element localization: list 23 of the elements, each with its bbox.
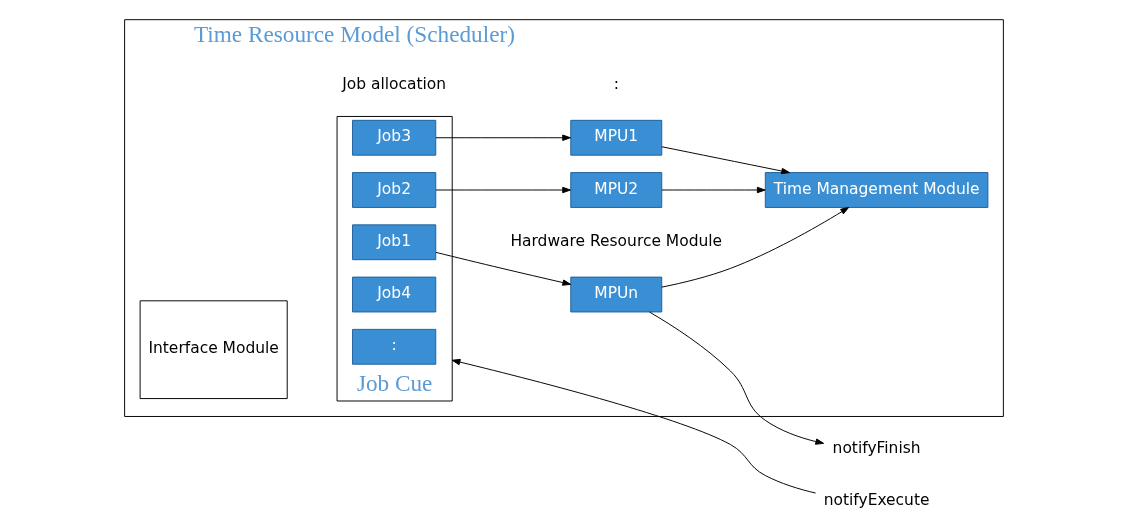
node-box: Job2 [351,172,436,208]
node-box: MPU1 [569,119,662,156]
arrow [648,311,824,445]
node-box: MPU2 [569,172,662,208]
label: Job allocation [341,75,446,94]
node-box: MPUn [569,276,662,313]
node-text: notifyExecute [823,491,930,510]
node-box: Time Management Module [764,172,988,208]
node-box: Interface Module [139,300,288,400]
arrow [435,251,571,286]
node-text: notifyFinish [832,439,921,458]
node-box: : [351,328,436,365]
node-box: Job1 [351,224,436,261]
arrow [660,186,766,194]
arrow [660,146,790,175]
arrow [451,358,816,494]
arrow [435,134,571,141]
arrow [435,186,571,194]
arrow [660,207,849,288]
node-box: Job3 [351,119,436,156]
label: : [613,75,619,94]
label: Hardware Resource Module [509,231,722,250]
node-box: Job4 [351,276,436,313]
